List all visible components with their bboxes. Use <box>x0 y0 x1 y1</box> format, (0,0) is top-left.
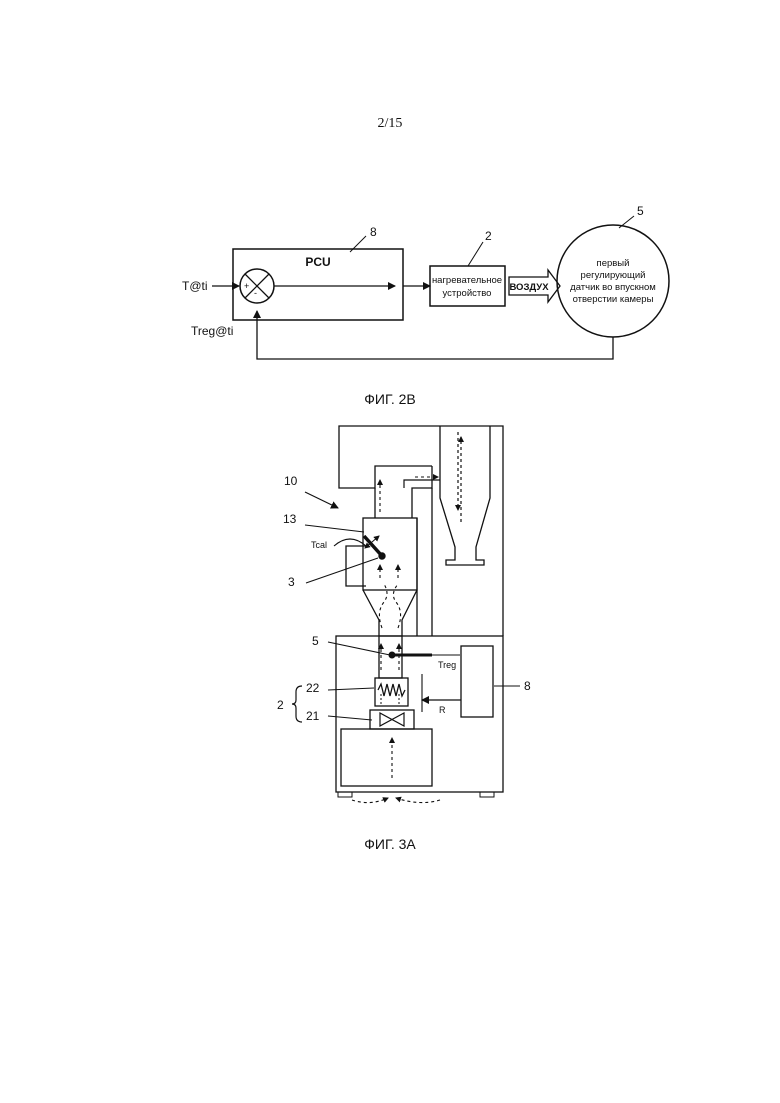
ref-8: 8 <box>524 679 531 693</box>
heater-coil-icon <box>378 684 405 696</box>
ref-2: 2 <box>277 698 284 712</box>
air-label: ВОЗДУХ <box>509 282 549 293</box>
heater-box <box>430 266 505 306</box>
sensor-label-line1: первый <box>597 258 630 269</box>
sensor-label-line4: отверстии камеры <box>573 294 654 305</box>
fig3a-caption: ФИГ. 3A <box>0 836 780 852</box>
r-label: R <box>439 705 446 715</box>
ref-2-heater: 2 <box>485 229 492 243</box>
heater-label-line1: нагревательное <box>432 275 502 286</box>
feedback-label: Treg@ti <box>191 324 233 338</box>
housing <box>336 636 503 792</box>
controller-box <box>461 646 493 717</box>
sensor-circle <box>557 225 669 337</box>
ref-5: 5 <box>312 634 319 648</box>
fig2b-diagram: PCU + - T@ti нагревательное устройство В… <box>182 204 669 359</box>
sensor-label-line2: регулирующий <box>581 270 646 281</box>
plus-sign: + <box>244 281 249 291</box>
ref-8-pcu: 8 <box>370 225 377 239</box>
fig3a-diagram <box>292 426 520 803</box>
housing-foot-left <box>338 792 352 797</box>
treg-label: Treg <box>438 660 456 670</box>
feedback-line <box>257 311 613 359</box>
tcal-label: Tcal <box>311 540 327 550</box>
valve-icon <box>380 713 404 726</box>
ref-22: 22 <box>306 681 320 695</box>
ref-21: 21 <box>306 709 320 723</box>
ref-3: 3 <box>288 575 295 589</box>
sensor-label-line3: датчик во впускном <box>570 282 656 293</box>
input-label: T@ti <box>182 279 208 293</box>
bottom-inlet-box <box>341 729 432 786</box>
heater-label-line2: устройство <box>443 288 492 299</box>
ref-5-sensor: 5 <box>637 204 644 218</box>
probe-tip <box>379 553 385 559</box>
fig2b-caption: ФИГ. 2B <box>0 391 780 407</box>
housing-foot-right <box>480 792 494 797</box>
chamber <box>363 518 417 590</box>
ref-10: 10 <box>284 474 298 488</box>
group-bracket <box>292 686 302 722</box>
ref-13: 13 <box>283 512 297 526</box>
pcu-label: PCU <box>305 255 330 269</box>
minus-sign: - <box>254 288 257 298</box>
